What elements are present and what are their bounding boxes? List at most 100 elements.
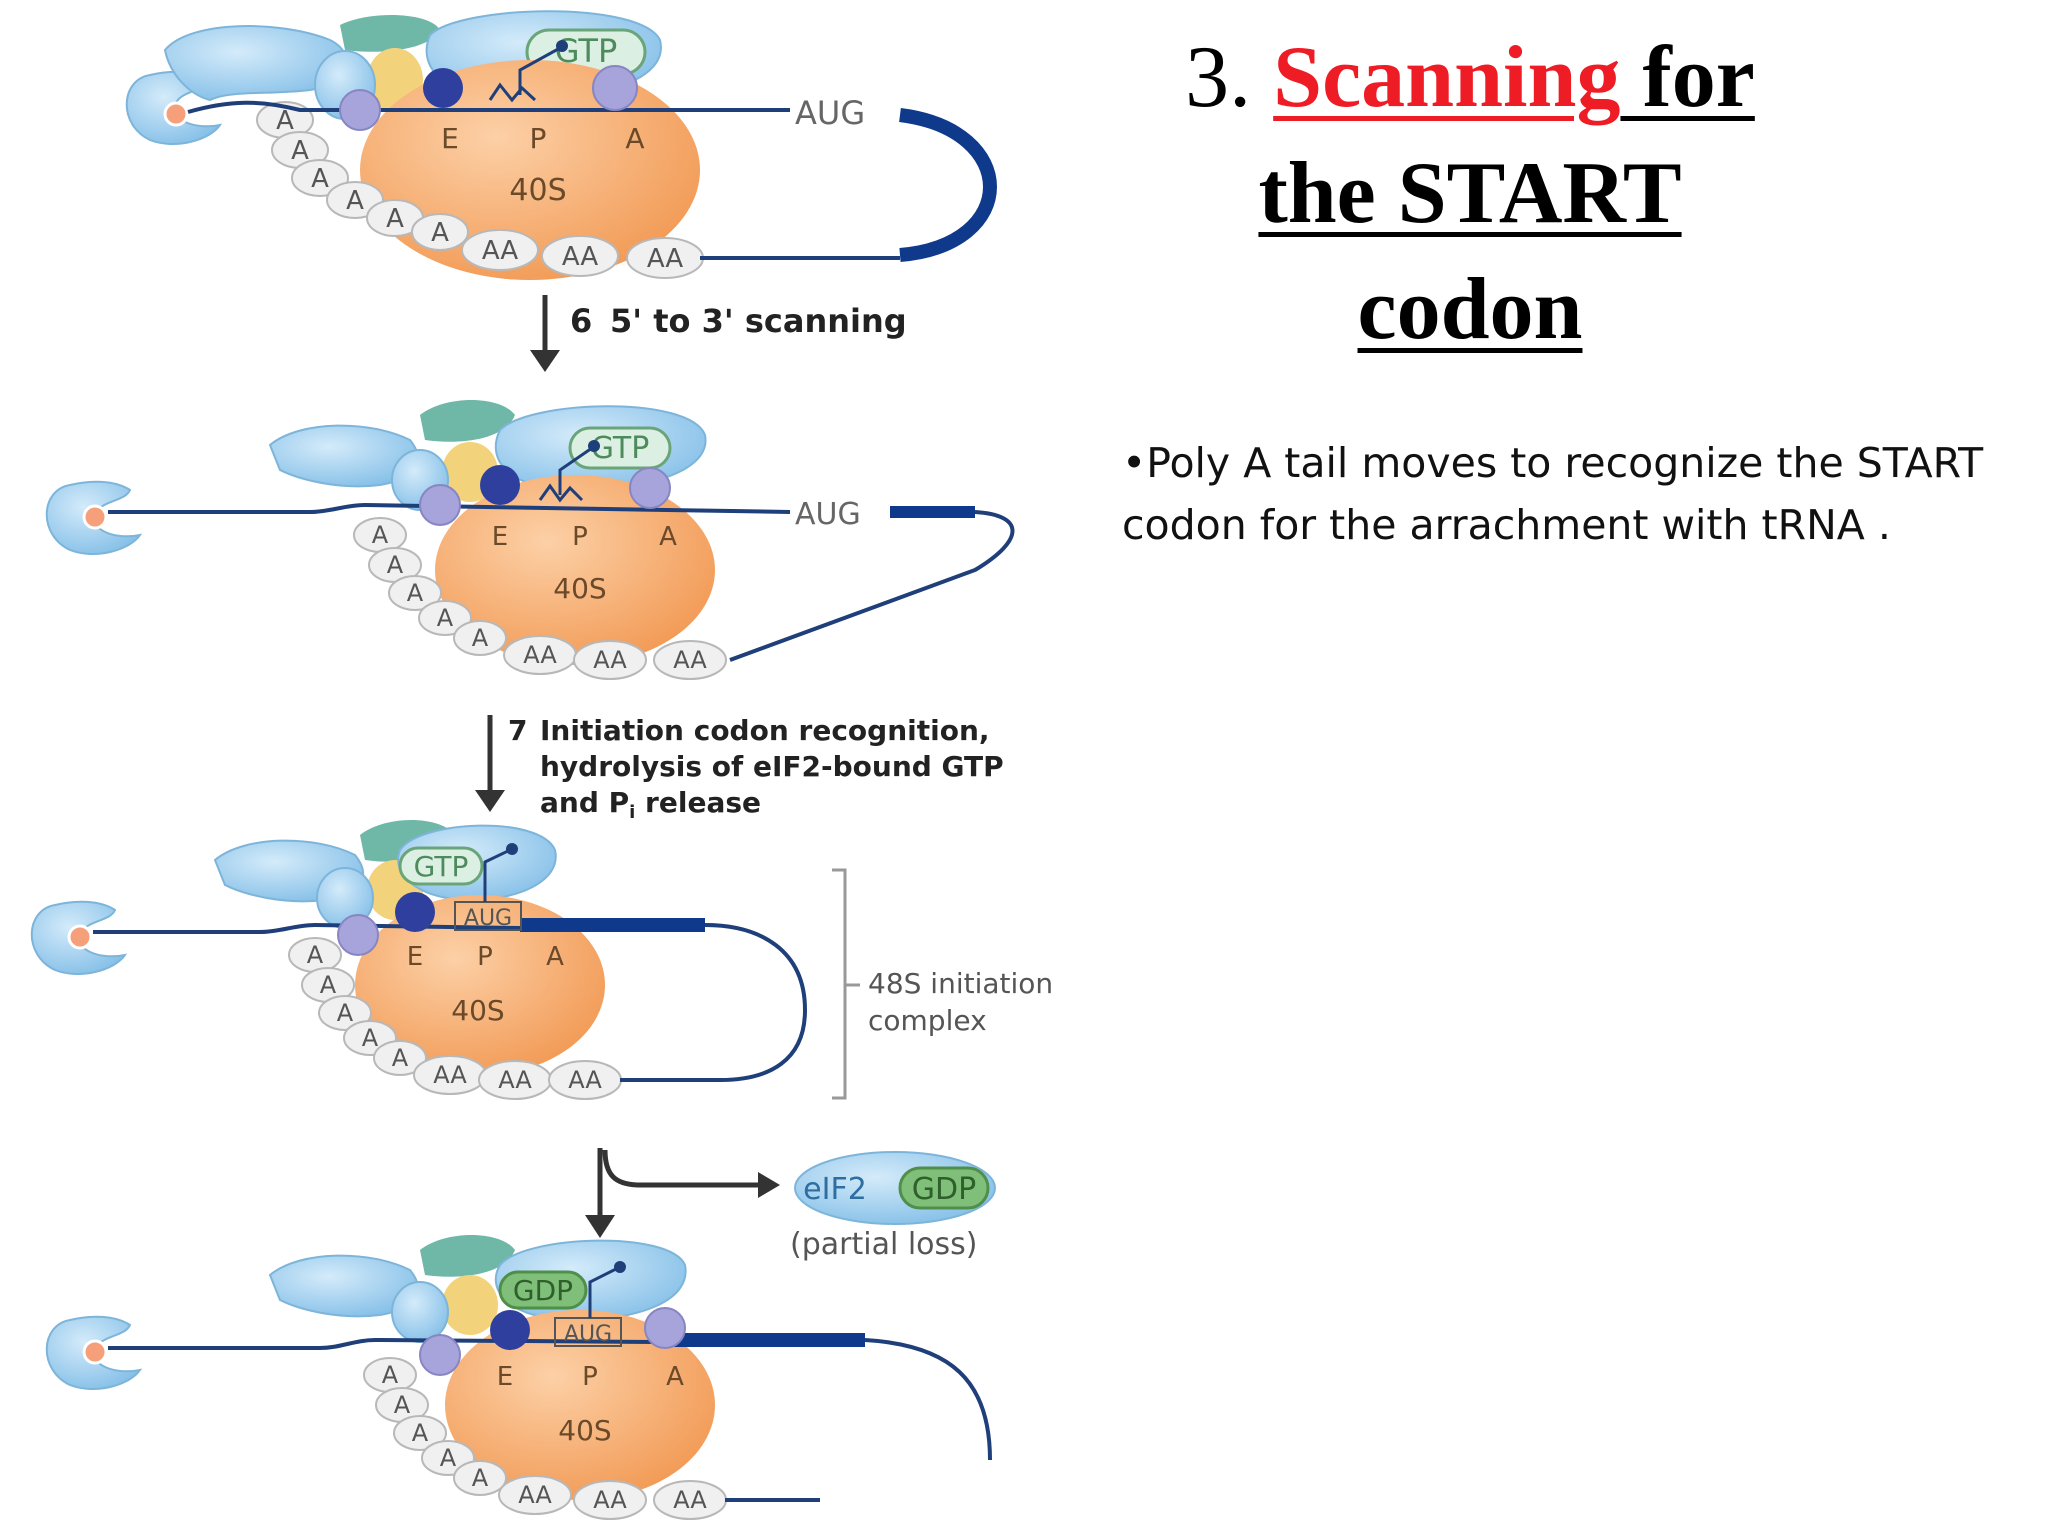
polya-letter: AA <box>673 1486 707 1514</box>
polya-letters: A A A A A AA AA AA <box>372 521 708 674</box>
gtp-badge <box>568 426 672 470</box>
orf-loop <box>899 108 997 262</box>
mrna-strand <box>108 1337 661 1350</box>
subunit-label: 40S <box>553 572 606 605</box>
polya-letters: A A A A A A AA AA AA <box>276 106 683 274</box>
bullet-point: •Poly A tail moves to recognize the STAR… <box>1122 432 2002 556</box>
polya-letters: A A A A A AA AA AA <box>307 941 603 1094</box>
panel-scanning-mid: GTP A A A A A AA AA AA AUG <box>45 400 1015 680</box>
subunit-label: 40S <box>451 994 504 1027</box>
mrna-return <box>620 923 808 1082</box>
subunit-label: 40S <box>558 1414 611 1447</box>
title-line-2: the START <box>1110 136 1830 252</box>
panel-gtp-hydrolysed: GDP A A A A A AA AA AA AUG <box>45 1235 992 1520</box>
gdp-badge <box>898 1166 990 1210</box>
codon-box <box>554 1317 622 1347</box>
polya-letter: A <box>372 521 389 549</box>
trna-arm <box>558 446 593 495</box>
polya-letter: A <box>437 604 454 632</box>
site-p: P <box>582 1362 598 1392</box>
trna-stem <box>488 82 537 103</box>
polya-letter: AA <box>593 1486 627 1514</box>
trna-ball-right <box>592 65 638 111</box>
polya-letter: A <box>311 164 329 194</box>
met-ball <box>490 1310 530 1350</box>
step-6-number: 6 <box>570 302 592 340</box>
polya-letter: A <box>407 579 424 607</box>
polya-letter: A <box>320 971 337 999</box>
release-branch <box>602 1149 760 1188</box>
polya-letter: AA <box>523 641 557 669</box>
complex-label-line1: 48S initiation <box>868 967 1053 1000</box>
mrna-cap <box>67 924 93 950</box>
panel-scanning-start: GTP A A A A A A AA AA AA <box>125 10 997 280</box>
subunit-label: 40S <box>509 173 566 208</box>
mrna-cap <box>82 1339 108 1365</box>
step-7-line3-end: release <box>635 786 761 819</box>
slide-title: 3. Scanning for the START codon <box>1110 20 1830 368</box>
title-rest: for <box>1620 29 1755 126</box>
polya-letter: A <box>392 1044 409 1072</box>
bullet-text: Poly A tail moves to recognize the START… <box>1122 439 1984 549</box>
polya-letter: AA <box>647 244 684 274</box>
mrna-cap <box>82 504 108 530</box>
codon-label: AUG <box>464 906 512 931</box>
met-ball <box>395 892 435 932</box>
site-p: P <box>530 122 547 155</box>
site-p: P <box>572 522 588 552</box>
step-6-label: 5' to 3' scanning <box>610 302 907 340</box>
eif3-teal <box>420 1235 515 1277</box>
polya-letter: A <box>291 136 309 166</box>
trna-tip <box>588 440 600 452</box>
eif4a-yellow <box>442 1275 498 1335</box>
ribosome-40s <box>355 895 605 1075</box>
mrna-tail <box>864 1338 992 1461</box>
ribosome-40s <box>435 475 715 665</box>
polya-letter: A <box>387 551 404 579</box>
mrna-strand <box>108 502 791 514</box>
polya-letter: A <box>362 1024 379 1052</box>
polya-letter: AA <box>562 242 599 272</box>
step-7-line3-start: and P <box>540 786 629 819</box>
step-7-line1: Initiation codon recognition, <box>540 714 990 747</box>
polya-letter: AA <box>673 646 707 674</box>
site-e: E <box>441 122 459 155</box>
title-line-3-text: codon <box>1357 261 1583 358</box>
eif-blue-ball <box>391 1281 449 1343</box>
polya-letter: AA <box>568 1066 602 1094</box>
trna-ball-left <box>419 484 461 526</box>
trna-ball-left <box>419 1334 461 1376</box>
step-7: 7 Initiation codon recognition, hydrolys… <box>475 714 1004 823</box>
trna-ball-left <box>339 89 381 131</box>
site-a: A <box>625 122 644 155</box>
title-line-2-text: the START <box>1258 145 1682 242</box>
polya-tail <box>363 1357 727 1520</box>
eif2-label: eIF2 <box>803 1172 867 1207</box>
step-7-number: 7 <box>508 714 527 747</box>
gdp-label: GDP <box>912 1172 976 1207</box>
polya-letter: A <box>472 624 489 652</box>
ribosome-40s <box>445 1310 715 1500</box>
trna-ball-right <box>629 467 671 509</box>
codon-box <box>454 901 522 931</box>
title-number: 3. <box>1185 29 1274 126</box>
site-p: P <box>477 942 493 972</box>
mrna-strand <box>93 922 521 934</box>
codon-label: AUG <box>564 1322 612 1347</box>
trna-arm <box>588 1266 619 1318</box>
trna-arm <box>483 848 511 902</box>
polya-letter: AA <box>593 646 627 674</box>
eif3-teal <box>420 400 515 442</box>
site-a: A <box>659 522 677 552</box>
trna-ball-right <box>644 1307 686 1349</box>
polya-letter: AA <box>482 236 519 266</box>
trna-ball-left <box>337 914 379 956</box>
title-highlight: Scanning <box>1273 29 1621 126</box>
trna-stem <box>538 483 584 503</box>
polya-letter: AA <box>498 1066 532 1094</box>
trna-tip <box>506 843 518 855</box>
site-a: A <box>546 942 564 972</box>
polya-letter: A <box>337 999 354 1027</box>
polya-tail <box>353 517 727 680</box>
release-step: eIF2 GDP (partial loss) <box>585 1148 996 1262</box>
